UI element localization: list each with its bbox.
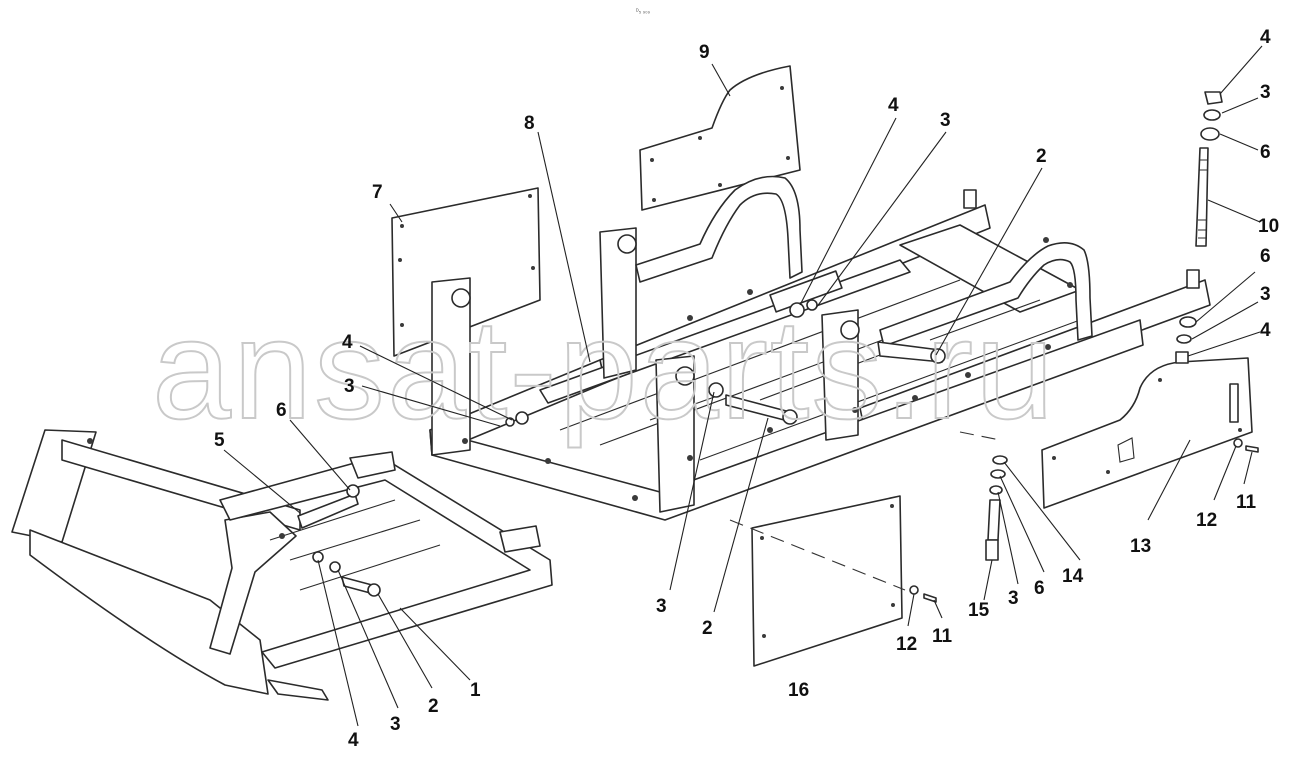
callout-4: 4 <box>1260 27 1271 48</box>
callout-4: 4 <box>348 730 359 751</box>
callout-2: 2 <box>702 618 713 639</box>
callout-1: 1 <box>470 680 481 701</box>
callout-3: 3 <box>390 714 401 735</box>
front-bumper <box>11 429 553 701</box>
callout-8: 8 <box>524 113 535 134</box>
callout-9: 9 <box>699 42 710 63</box>
callout-13: 13 <box>1130 536 1151 557</box>
callouts: 4 3 6 10 9 8 7 4 3 2 6 3 4 4 3 5 6 3 2 1… <box>214 27 1279 751</box>
tube-handles <box>635 175 1093 347</box>
callout-6: 6 <box>276 400 287 421</box>
watermark: ansat-parts.ru <box>152 290 1056 449</box>
header-code: ᴰ₅ ₉₀₉ <box>636 8 651 15</box>
callout-6: 6 <box>1260 246 1271 267</box>
callout-2: 2 <box>1036 146 1047 167</box>
callout-3: 3 <box>1008 588 1019 609</box>
callout-3: 3 <box>344 376 355 397</box>
stud-15-stack <box>985 455 1008 561</box>
callout-3: 3 <box>1260 284 1271 305</box>
callout-4: 4 <box>1260 320 1271 341</box>
callout-4: 4 <box>888 95 899 116</box>
callout-12: 12 <box>1196 510 1217 531</box>
callout-15: 15 <box>968 600 990 621</box>
callout-2: 2 <box>428 696 439 717</box>
panel-16 <box>729 495 937 667</box>
callout-3: 3 <box>656 596 667 617</box>
callout-4: 4 <box>342 332 353 353</box>
callout-6: 6 <box>1260 142 1271 163</box>
callout-12: 12 <box>896 634 917 655</box>
leader-lines <box>223 45 1263 727</box>
callout-7: 7 <box>372 182 383 203</box>
stud-10-stack <box>1175 91 1223 364</box>
callout-3: 3 <box>940 110 951 131</box>
panel-9 <box>639 65 801 211</box>
callout-10: 10 <box>1258 216 1279 237</box>
callout-6: 6 <box>1034 578 1045 599</box>
panel-7 <box>391 187 541 357</box>
callout-14: 14 <box>1062 566 1084 587</box>
bolt-set-center <box>505 270 946 427</box>
callout-3: 3 <box>1260 82 1271 103</box>
callout-16: 16 <box>788 680 809 701</box>
callout-5: 5 <box>214 430 225 451</box>
callout-11: 11 <box>932 626 953 647</box>
callout-11: 11 <box>1236 492 1257 513</box>
